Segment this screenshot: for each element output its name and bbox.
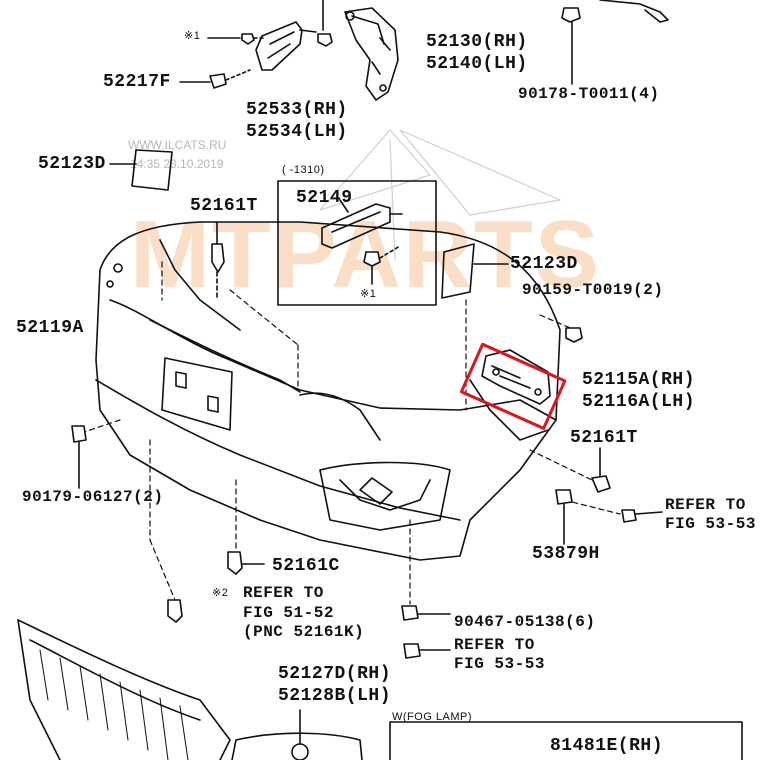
label-note1-box: ※1 xyxy=(360,288,377,300)
label-52533: 52533(RH) xyxy=(246,100,348,120)
bracket-52130-drawing xyxy=(344,7,399,101)
label-90159: 90159-T0019(2) xyxy=(522,281,664,299)
label-52217F: 52217F xyxy=(103,72,171,92)
clip-53879H-drawing xyxy=(555,489,573,545)
label-refer3-line2: FIG 53-53 xyxy=(454,655,545,673)
label-52127D: 52127D(RH) xyxy=(278,664,392,684)
highlight-box xyxy=(459,342,567,430)
fog-lamp-box xyxy=(389,721,743,760)
label-90178: 90178-T0011(4) xyxy=(518,85,660,103)
bracket-52533-drawing xyxy=(255,21,317,71)
label-note1-top: ※1 xyxy=(184,30,201,42)
lower-grille-drawing xyxy=(17,619,231,760)
bolt-box-drawing xyxy=(363,245,401,285)
guide-lines xyxy=(83,261,621,605)
label-52119A: 52119A xyxy=(16,318,84,338)
label-refer1-line1: REFER TO xyxy=(665,496,746,514)
label-52149: 52149 xyxy=(296,188,353,208)
label-52130: 52130(RH) xyxy=(426,32,528,52)
label-52128B: 52128B(LH) xyxy=(278,686,392,706)
label-52140: 52140(LH) xyxy=(426,54,528,74)
bolt-refer3-drawing xyxy=(403,643,451,659)
label-refer1-line2: FIG 53-53 xyxy=(665,515,756,533)
detail-box-frame xyxy=(277,180,437,306)
label-52123D-left: 52123D xyxy=(38,154,106,174)
label-refer2-line1: REFER TO xyxy=(243,584,324,602)
label-refer3-line1: REFER TO xyxy=(454,636,535,654)
bolt-90159-drawing xyxy=(565,327,583,343)
label-53879H: 53879H xyxy=(532,544,600,564)
clip-note2-drawing xyxy=(167,599,183,623)
clip-52161T-right-drawing xyxy=(591,447,611,493)
nut-90467-drawing xyxy=(401,605,451,621)
label-52161T-top: 52161T xyxy=(190,196,258,216)
fog-cover-drawing xyxy=(231,709,363,760)
bolt-drawing-top xyxy=(317,0,333,47)
label-52123D-right: 52123D xyxy=(510,254,578,274)
label-52534: 52534(LH) xyxy=(246,122,348,142)
bumper-cover-drawing xyxy=(95,221,561,561)
label-52116A: 52116A(LH) xyxy=(582,392,696,412)
clip-52217F-drawing xyxy=(179,69,251,89)
label-81481E: 81481E(RH) xyxy=(550,736,664,756)
label-fog-caption: W(FOG LAMP) xyxy=(392,711,473,723)
clip-52161C-drawing xyxy=(227,551,265,575)
label-90179: 90179-06127(2) xyxy=(22,488,164,506)
pad-52123D-right-drawing xyxy=(441,243,509,299)
bracket-52115A-drawing xyxy=(481,349,551,405)
label-52161T-right: 52161T xyxy=(570,428,638,448)
label-90467: 90467-05138(6) xyxy=(454,613,596,631)
label-refer2-line3: (PNC 52161K) xyxy=(243,623,365,641)
watermark-stamp: 14:35 23.10.2019 xyxy=(130,157,224,171)
watermark-site: WWW.ILCATS.RU xyxy=(128,138,227,152)
bolt-refer1-drawing xyxy=(621,509,663,523)
label-box-date: ( -1310) xyxy=(282,164,325,176)
nut-90179-drawing xyxy=(71,425,87,489)
label-note2: ※2 xyxy=(212,587,229,599)
label-52161C: 52161C xyxy=(272,556,340,576)
bolt-90178-drawing xyxy=(561,0,669,85)
pad-52123D-left-drawing xyxy=(109,149,173,191)
label-52115A: 52115A(RH) xyxy=(582,370,696,390)
label-refer2-line2: FIG 51-52 xyxy=(243,604,334,622)
bracket-52149-drawing xyxy=(321,199,403,249)
watermark-star-graphic xyxy=(319,129,561,261)
bolt-drawing-note1 xyxy=(207,33,265,45)
clip-52161T-top-drawing xyxy=(211,221,225,301)
